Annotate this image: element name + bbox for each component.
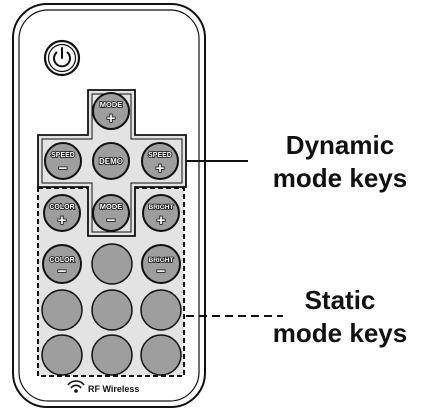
callout-static-line2: mode keys xyxy=(272,318,408,348)
demo-key-label: DEMO xyxy=(99,157,123,166)
blank-key[interactable] xyxy=(41,334,83,376)
mode-plus-key[interactable]: MODE + xyxy=(92,92,130,130)
callout-dynamic-line1: Dynamic xyxy=(285,130,395,160)
mode-plus-key-label: MODE xyxy=(100,100,123,109)
bright-minus-key[interactable]: BRIGHT − xyxy=(141,244,181,284)
blank-key[interactable] xyxy=(140,334,182,376)
callout-dynamic-line2: mode keys xyxy=(272,163,408,193)
dynamic-keys-group-inner xyxy=(41,93,183,233)
mode-minus-key-sign: − xyxy=(107,212,116,229)
color-plus-key-sign: + xyxy=(58,212,67,229)
mode-minus-key-label: MODE xyxy=(100,202,123,211)
speed-plus-key-sign: + xyxy=(156,160,165,177)
speed-plus-key[interactable]: SPEED + xyxy=(141,142,179,180)
color-minus-key-sign: − xyxy=(58,263,67,280)
bright-plus-key-sign: + xyxy=(157,212,166,229)
dynamic-mode-keys-callout: Dynamic mode keys xyxy=(256,129,424,195)
demo-key[interactable]: DEMO xyxy=(92,142,130,180)
bright-plus-key-label: BRIGHT xyxy=(149,204,174,211)
blank-key[interactable] xyxy=(91,243,133,285)
color-plus-key[interactable]: COLOR + xyxy=(43,194,81,232)
power-button[interactable] xyxy=(43,39,81,77)
speed-plus-key-label: SPEED xyxy=(148,152,172,159)
wifi-icon xyxy=(67,380,85,393)
color-minus-key[interactable]: COLOR − xyxy=(42,244,82,284)
power-icon xyxy=(53,47,71,68)
blank-key[interactable] xyxy=(91,334,133,376)
speed-minus-key-label: SPEED xyxy=(51,152,75,159)
blank-key[interactable] xyxy=(41,289,83,331)
bright-minus-key-label: BRIGHT xyxy=(149,257,174,264)
blank-key[interactable] xyxy=(91,289,133,331)
speed-minus-key[interactable]: SPEED − xyxy=(44,142,82,180)
bright-minus-key-sign: − xyxy=(157,263,166,280)
color-minus-key-label: COLOR xyxy=(49,257,74,264)
callout-static-line1: Static xyxy=(304,285,376,315)
static-mode-keys-callout: Static mode keys xyxy=(256,284,424,350)
bright-plus-key[interactable]: BRIGHT + xyxy=(142,194,180,232)
rf-wireless-label: RF Wireless xyxy=(88,384,139,394)
blank-key[interactable] xyxy=(140,289,182,331)
speed-minus-key-sign: − xyxy=(59,160,68,177)
color-plus-key-label: COLOR xyxy=(49,204,74,211)
mode-minus-key[interactable]: MODE − xyxy=(92,194,130,232)
mode-plus-key-sign: + xyxy=(107,110,116,127)
